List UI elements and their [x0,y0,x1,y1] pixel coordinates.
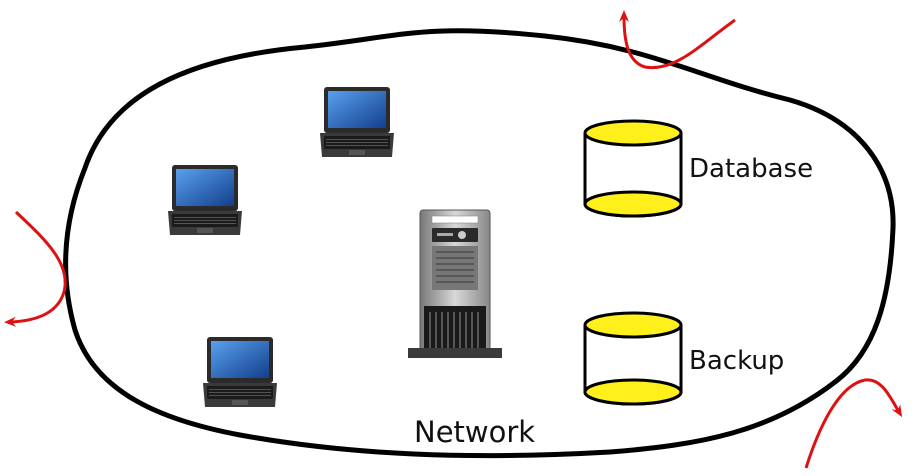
network-boundary [63,28,896,459]
backup-label: Backup [689,346,784,376]
leak-arrow-bottom-right [804,378,903,469]
backup-cylinder-icon [583,311,683,406]
server-tower-icon [408,209,502,358]
laptop-icon [202,336,278,408]
laptop-icon [319,86,395,158]
database-cylinder-icon [583,119,683,218]
leak-arrow-top [619,10,736,70]
laptop-icon [167,164,243,236]
network-label: Network [414,415,535,449]
database-label: Database [689,154,813,184]
leak-arrow-left [4,210,67,327]
